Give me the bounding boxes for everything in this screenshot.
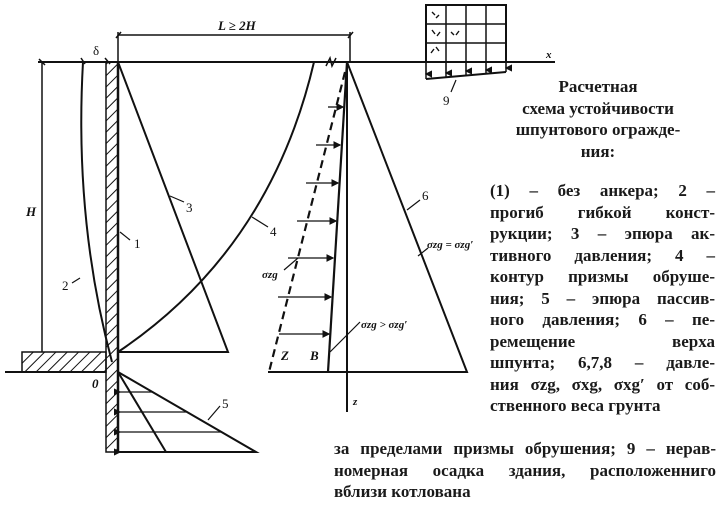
label-5: 5 bbox=[222, 396, 229, 411]
height-label-H: H bbox=[25, 204, 37, 219]
line-B bbox=[326, 61, 349, 373]
dashed-line-Z bbox=[267, 71, 347, 373]
pressure-arrows bbox=[278, 103, 345, 338]
point-Z-label: Z bbox=[280, 348, 289, 363]
label-9: 9 bbox=[443, 93, 450, 108]
caption-title-line: схема устойчивости bbox=[522, 98, 674, 118]
caption-line: за пределами призмы обрушения; 9 – нерав… bbox=[334, 439, 716, 458]
dimension-label-L: L ≥ 2H bbox=[217, 18, 257, 33]
excavation-ground bbox=[21, 351, 107, 373]
label-6: 6 bbox=[422, 188, 429, 203]
label-3: 3 bbox=[186, 200, 193, 215]
label-1: 1 bbox=[134, 236, 141, 251]
caption-line: ремещение верха bbox=[490, 331, 715, 351]
x-axis-label: x bbox=[545, 49, 552, 61]
caption-line: ния σzg, σxg, σxg′ от соб- bbox=[490, 374, 715, 394]
sigma-zg-label: σzg bbox=[262, 269, 278, 281]
caption-tail: за пределами призмы обрушения; 9 – нерав… bbox=[334, 438, 716, 503]
caption-title: Расчетная схема устойчивости шпунтового … bbox=[482, 76, 714, 162]
caption-title-line: шпунтового огражде- bbox=[515, 120, 681, 139]
z-axis-label: z bbox=[352, 396, 358, 408]
caption-body: (1) – без анкера; 2 – прогиб гибкой конс… bbox=[490, 180, 715, 417]
caption-line: прогиб гибкой конст- bbox=[490, 202, 715, 222]
caption-line: контур призмы обруше- bbox=[490, 267, 715, 286]
caption-line: ственного веса грунта bbox=[490, 396, 661, 415]
caption-line: ного давления; 6 – пе- bbox=[490, 310, 715, 329]
deflection-curve-2 bbox=[80, 61, 113, 363]
active-pressure-diagram-3 bbox=[117, 61, 230, 353]
caption-line: ния; 5 – эпюра пассив- bbox=[490, 288, 715, 308]
caption-line: рукции; 3 – эпюра ак- bbox=[490, 224, 715, 243]
caption-line: шпунта; 6,7,8 – давле- bbox=[490, 353, 715, 372]
label-2: 2 bbox=[62, 278, 69, 293]
building-grid bbox=[424, 4, 512, 80]
sheet-pile-wall bbox=[105, 61, 119, 453]
caption-line: тивного давления; 4 – bbox=[490, 245, 715, 265]
sigma-zg-greater-label: σzg > σzg′ bbox=[361, 319, 407, 331]
caption-line: (1) – без анкера; 2 – bbox=[490, 181, 715, 200]
delta-label: δ bbox=[93, 43, 99, 58]
collapse-prism-contour-4 bbox=[117, 61, 315, 353]
sigma-zg-equal-label: σzg = σzg′ bbox=[427, 239, 473, 251]
caption-line: вблизи котлована bbox=[334, 482, 471, 501]
origin-label: 0 bbox=[92, 376, 99, 391]
label-4: 4 bbox=[270, 224, 277, 239]
break-mark bbox=[325, 55, 337, 69]
caption-line: номерная осадка здания, расположенниго bbox=[334, 460, 716, 480]
passive-pressure-diagram-5 bbox=[114, 371, 260, 456]
displacement-diagram-6 bbox=[268, 61, 469, 373]
caption-title-line: Расчетная bbox=[558, 77, 638, 96]
caption-title-line: ния: bbox=[580, 141, 616, 161]
point-B-label: B bbox=[309, 348, 319, 363]
